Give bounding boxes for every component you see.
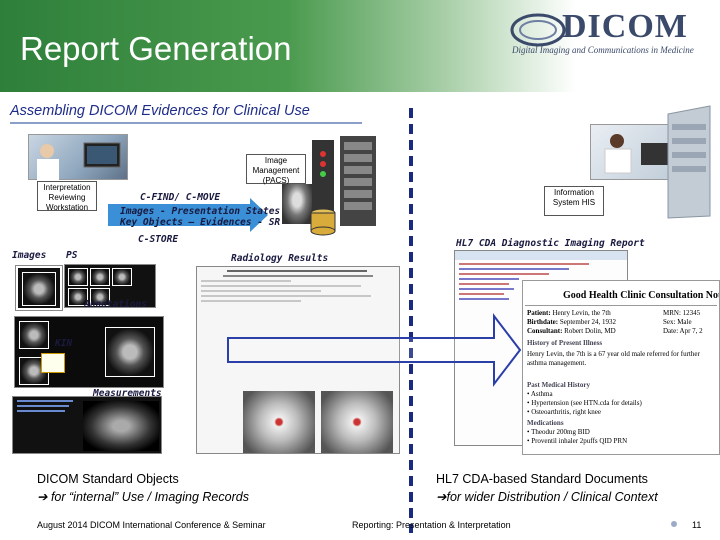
list-item: • Osteoarthritis, right knee [527,408,601,416]
xml-line [459,263,589,265]
sr-text-line [17,400,73,402]
hl7-documents-title: HL7 CDA-based Standard Documents [436,472,648,486]
lung-ct-image [321,391,393,453]
note-rule [525,305,717,306]
logo-text: DICOM [562,8,688,45]
sr-text-line [17,405,69,407]
c-store-label: C-STORE [138,234,179,245]
section-divider [409,108,413,533]
xml-line [459,293,504,295]
his-server-icon [667,105,711,219]
history-section: History of Present Illness Henry Levin, … [527,339,700,367]
report-text-line [201,280,291,282]
his-label: Information System HIS [544,186,604,216]
logo-tagline: Digital Imaging and Communications in Me… [512,45,694,55]
sr-text-line [17,410,65,412]
footer-topic: Reporting: Presentation & Interpretation [352,520,511,530]
arrow-line-2: Key Objects – Evidences - SR [120,217,281,228]
radiology-results-label: Radiology Results [231,253,329,264]
measurements-panel [12,396,162,454]
transfer-arrow-icon [108,198,268,232]
report-flow-arrow-icon [227,313,522,387]
hl7-documents-subtitle: ➔for wider Distribution / Clinical Conte… [436,490,658,504]
ps-thumb [90,268,110,286]
xml-line [459,283,509,285]
pacs-label: Image Management (PACS) [246,154,306,185]
image-stack [15,265,63,311]
list-item: • Proventil inhaler 2puffs QID PRN [527,437,628,445]
arrow-right-icon: ➔ [37,490,51,504]
measurements-label: Measurements [93,388,162,399]
report-text-line [201,290,321,292]
kin-thumb [19,321,49,349]
workstation-photo [28,134,128,181]
kin-label: KIN [55,338,73,349]
xml-line [459,298,509,300]
xml-toolbar [455,251,627,260]
ps-thumb [68,288,88,306]
annotated-scan [105,327,155,377]
dicom-objects-title: DICOM Standard Objects [37,472,179,486]
workstation-label: Interpretation Reviewing Workstation [37,181,97,212]
report-text-line [201,285,361,287]
slide-subtitle: Assembling DICOM Evidences for Clinical … [10,103,310,119]
report-header-line [227,270,367,272]
database-icon [310,208,336,236]
footer-bullet-icon [671,521,677,527]
c-find-move-label: C-FIND/ C-MOVE [140,192,221,203]
chest-xray-image [282,184,312,224]
consultation-note: Good Health Clinic Consultation Note Pat… [522,280,720,455]
xml-line [459,288,514,290]
past-history-section: Past Medical History • Asthma • Hyperten… [527,381,707,446]
slide-title: Report Generation [20,30,292,67]
report-text-line [201,295,371,297]
dicom-logo-icon [510,13,566,47]
ultrasound-image [83,401,159,451]
header-banner [0,0,720,92]
ps-thumb [68,268,88,286]
report-header-line [223,275,373,277]
ps-images [64,264,156,308]
cda-report-label: HL7 CDA Diagnostic Imaging Report [456,238,645,249]
list-item: • Hypertension (see HTN.cda for details) [527,399,642,407]
xml-line [459,278,519,280]
person-icon [37,142,121,181]
arrow-right-icon: ➔ [436,490,447,504]
xml-line [459,268,569,270]
images-label: Images [12,250,47,261]
annotations-label: Annotations [84,299,147,310]
xml-line [459,273,549,275]
ps-thumb [90,288,110,306]
annotation-viewer [14,316,164,388]
radiology-report-doc [196,266,400,454]
kin-note [41,353,65,373]
pacs-server-icon [312,136,376,226]
patient-block: Patient: Henry Levin, the 7th Birthdate:… [527,309,617,335]
lung-ct-image [243,391,315,453]
record-block: MRN: 12345 Sex: Male Date: Apr 7, 2 [663,309,703,335]
ps-thumb [112,268,132,286]
footer-conference: August 2014 DICOM International Conferen… [37,520,266,530]
report-text-line [201,300,301,302]
list-item: • Theodur 200mg BID [527,428,590,436]
note-title: Good Health Clinic Consultation Note [563,290,720,301]
arrow-line-1: Images - Presentation States [120,206,281,217]
dicom-objects-subtitle: ➔ for “internal” Use / Imaging Records [37,490,249,504]
ct-scan-image [22,272,56,306]
person-at-desk-icon [604,134,671,174]
page-number: 11 [692,520,702,530]
ps-label: PS [66,250,78,261]
subtitle-underline [10,122,362,124]
list-item: • Asthma [527,390,553,398]
